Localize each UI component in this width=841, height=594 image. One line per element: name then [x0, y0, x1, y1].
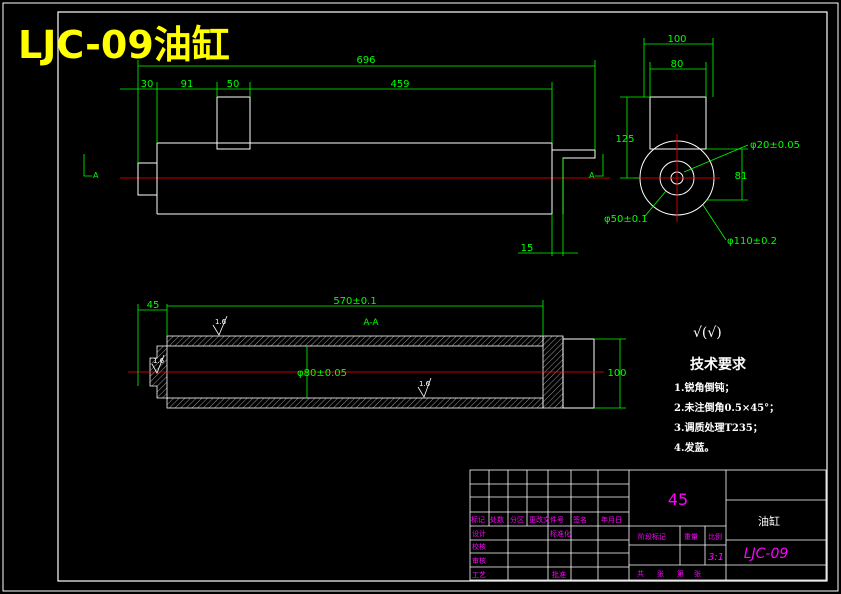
- dim-45: 45: [147, 300, 160, 311]
- dim-459: 459: [390, 79, 409, 90]
- leader-phi20: [683, 144, 749, 173]
- tb-sheets-label: 张: [657, 569, 664, 578]
- dim-phi20: φ20±0.05: [750, 140, 800, 151]
- section-bottom-wall: [166, 397, 544, 409]
- tb-rev-h3: 分区: [510, 515, 524, 524]
- section-marker-left: [83, 154, 92, 177]
- dim-phi80: φ80±0.05: [297, 368, 347, 379]
- inner-frame: [57, 11, 828, 582]
- roughness-symbol-2: [151, 354, 165, 374]
- tb-approve: 批准: [552, 570, 566, 579]
- dim-phi50: φ50±0.1: [604, 214, 648, 225]
- tb-rev-h4: 更改文件号: [529, 515, 564, 524]
- dim-91: 91: [181, 79, 194, 90]
- dim-15: 15: [521, 243, 534, 254]
- section-letter-right: A: [589, 171, 595, 180]
- roughness-symbol-3: [417, 377, 432, 398]
- tech-item-4: 4.发蓝。: [674, 441, 714, 454]
- dim-w80: 80: [671, 59, 684, 70]
- dim-570: 570±0.1: [333, 296, 376, 307]
- dim-d100: 100: [607, 368, 626, 379]
- tb-row-process: 工艺: [472, 571, 486, 579]
- section-marker-right: [595, 154, 604, 177]
- dim-h81: 81: [735, 171, 748, 182]
- right-flange: [552, 149, 596, 214]
- tb-row-review: 审核: [472, 556, 486, 565]
- tb-stage-h2: 重量: [684, 533, 698, 541]
- dim-30: 30: [141, 79, 154, 90]
- tb-standardization: 标准化: [550, 529, 571, 538]
- drawing-title: LJC-09油缸: [18, 23, 230, 67]
- tb-row-design: 设计: [472, 529, 486, 538]
- roughness-value-2: 1.6: [153, 357, 165, 365]
- dim-w100: 100: [667, 34, 686, 45]
- tb-material: 45: [668, 490, 688, 509]
- tb-row-check: 校核: [472, 542, 486, 551]
- tech-item-1: 1.锐角倒钝；: [674, 381, 734, 394]
- tb-stage-h1: 阶段标记: [638, 532, 666, 541]
- dim-phi110: φ110±0.2: [727, 236, 777, 247]
- tb-scale: 3:1: [708, 552, 724, 563]
- roughness-general: √(√): [693, 325, 722, 341]
- title-block-text: 45 油缸 LJC-09 3:1 标记 处数 分区 更改文件号 签名 年月日 设…: [471, 490, 788, 579]
- side-view: 696 30 91 50 459 15 A A: [83, 55, 610, 256]
- tech-item-3: 3.调质处理T235；: [674, 421, 763, 434]
- dim-696: 696: [356, 55, 375, 66]
- left-stub: [137, 162, 158, 196]
- end-view: 100 80 125 81 φ20±0.05 φ50±0.1 φ110±0.2: [604, 34, 800, 247]
- tb-sheets-total: 共: [637, 569, 644, 578]
- tb-sheet-label: 张: [694, 569, 701, 578]
- tb-rev-h5: 签名: [573, 515, 587, 524]
- tb-rev-h6: 年月日: [601, 515, 622, 524]
- tb-sheet-no: 第: [677, 569, 684, 578]
- tb-part-name: 油缸: [758, 514, 780, 528]
- section-view: 45 570±0.1 A-A φ80±0.05 100 1.6 1.6 1.6: [128, 296, 627, 409]
- section-letter-left: A: [93, 171, 99, 180]
- section-top-wall: [166, 335, 544, 347]
- dim-50: 50: [227, 79, 240, 90]
- leader-phi50: [644, 190, 667, 217]
- tb-rev-h2: 处数: [490, 515, 504, 524]
- section-right-stub: [562, 338, 595, 409]
- roughness-symbol-1: [212, 315, 228, 336]
- tech-requirements: √(√) 技术要求 1.锐角倒钝； 2.未注倒角0.5×45°； 3.调质处理T…: [674, 325, 779, 454]
- leader-phi110: [702, 204, 727, 241]
- roughness-value-3: 1.6: [419, 380, 431, 388]
- roughness-value-1: 1.6: [215, 318, 227, 326]
- tb-rev-h1: 标记: [471, 515, 485, 524]
- dim-h125: 125: [615, 134, 634, 145]
- section-label: A-A: [363, 318, 379, 328]
- tech-heading: 技术要求: [690, 356, 747, 373]
- end-boss: [649, 96, 707, 150]
- tb-stage-h3: 比例: [708, 532, 722, 541]
- tech-item-2: 2.未注倒角0.5×45°；: [674, 401, 779, 414]
- tb-drawing-no: LJC-09: [744, 546, 789, 562]
- title-block: [469, 469, 827, 581]
- top-boss: [216, 96, 251, 150]
